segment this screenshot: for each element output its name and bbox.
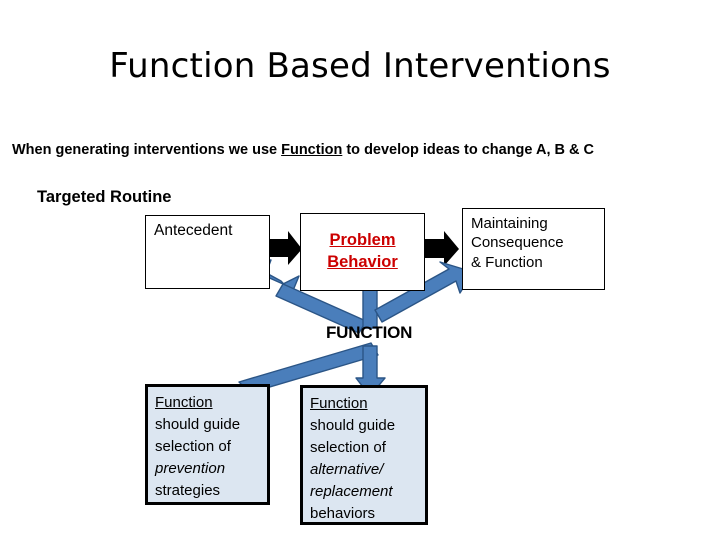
subtitle-line: When generating interventions we use Fun… (12, 142, 712, 158)
subtitle-before: When generating interventions we use (12, 142, 282, 158)
function-hub-label: FUNCTION (326, 323, 413, 342)
replacement-line6: behaviors (310, 505, 376, 523)
replacement-line5: replacement (310, 483, 393, 501)
subtitle-emphasis-function: Function (281, 142, 343, 158)
maintaining-consequence-box[interactable]: Maintaining Consequence & Function (462, 208, 605, 290)
subtitle-after: to develop ideas to change A, B & C (342, 142, 594, 158)
replacement-guidance-box[interactable]: Function should guide selection of alter… (300, 385, 428, 525)
prevention-guidance-box[interactable]: Function should guide selection of preve… (145, 384, 270, 505)
replacement-line4: alternative/ (310, 461, 384, 479)
consequence-line3: & Function (471, 253, 543, 271)
replacement-line1: Function (310, 395, 368, 412)
problem-behavior-line2: Behavior (327, 253, 398, 271)
prevention-line4: prevention (155, 460, 226, 478)
problem-behavior-line1: Problem (329, 231, 396, 250)
black-arrow-antecedent-to-behavior (268, 231, 302, 265)
prevention-line3: selection of (155, 438, 231, 456)
antecedent-box[interactable]: Antecedent (145, 215, 270, 289)
replacement-line2: should guide (310, 417, 396, 435)
prevention-line1: Function (155, 394, 213, 411)
black-arrow-behavior-to-consequence (424, 231, 459, 266)
consequence-line2: Consequence (471, 234, 564, 252)
problem-behavior-box[interactable]: Problem Behavior (300, 213, 425, 291)
consequence-line1: Maintaining (471, 215, 548, 232)
prevention-line5: strategies (155, 482, 221, 500)
page-title: Function Based Interventions (109, 46, 611, 86)
targeted-routine-label: Targeted Routine (37, 188, 172, 206)
replacement-line3: selection of (310, 439, 386, 457)
prevention-line2: should guide (155, 416, 241, 434)
antecedent-label: Antecedent (154, 222, 233, 239)
